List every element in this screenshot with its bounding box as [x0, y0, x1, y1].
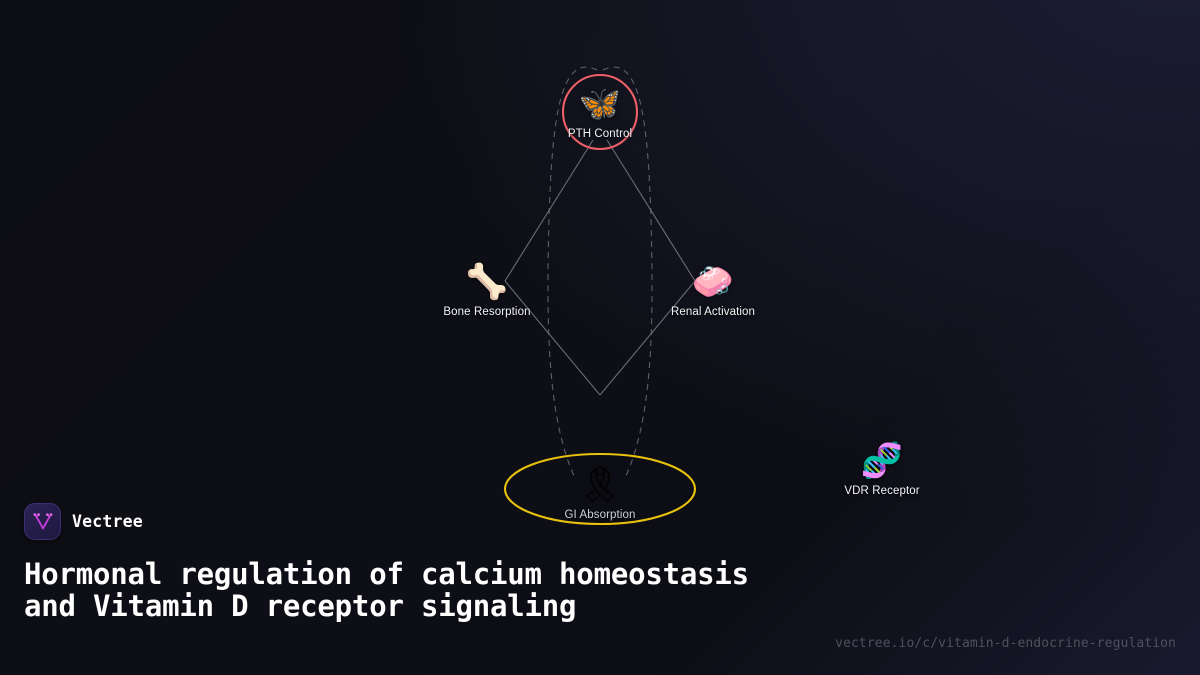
- edge-bone-to-apex: [504, 280, 601, 396]
- node-vdr-receptor[interactable]: 🧬 VDR Receptor: [797, 441, 967, 497]
- node-label-vdr-receptor: VDR Receptor: [844, 485, 920, 497]
- page-title: Hormonal regulation of calcium homeostas…: [24, 557, 749, 624]
- node-gi-absorption[interactable]: 🎗 GI Absorption: [515, 465, 685, 521]
- node-label-bone-resorption: Bone Resorption: [443, 306, 531, 318]
- highlight-ellipse-gi-absorption[interactable]: [503, 452, 697, 526]
- node-label-renal-activation: Renal Activation: [670, 306, 756, 318]
- bone-emoji: 🦴: [465, 263, 509, 301]
- brand-name: Vectree: [72, 512, 143, 531]
- dna-emoji: 🧬: [860, 442, 904, 480]
- ribbon-loop-emoji: 🎗: [578, 466, 622, 504]
- vectree-glyph: [33, 512, 52, 529]
- footer-overlay: Vectree Hormonal regulation of calcium h…: [0, 495, 1200, 675]
- edge-pth-to-gi-left-dashed: [547, 66, 598, 479]
- node-label-gi-absorption: GI Absorption: [564, 509, 636, 521]
- highlight-circle-pth-control[interactable]: [561, 73, 639, 151]
- soap-emoji: 🧼: [691, 263, 735, 301]
- node-renal-activation[interactable]: 🧼 Renal Activation: [628, 262, 798, 318]
- site-url[interactable]: vectree.io/c/vitamin-d-endocrine-regulat…: [835, 636, 1176, 651]
- node-bone-resorption[interactable]: 🦴 Bone Resorption: [402, 262, 572, 318]
- brand[interactable]: Vectree: [24, 503, 143, 540]
- edge-pth-to-bone: [504, 139, 594, 282]
- node-pth-control[interactable]: 🦋 PTH Control: [515, 84, 685, 140]
- vectree-v-logo-icon: [24, 503, 61, 540]
- edge-pth-to-renal: [606, 139, 696, 282]
- edge-renal-to-apex: [599, 280, 696, 396]
- butterfly-emoji: 🦋: [578, 85, 622, 123]
- edge-pth-to-gi-right-dashed: [602, 66, 653, 479]
- node-label-pth-control: PTH Control: [567, 128, 633, 140]
